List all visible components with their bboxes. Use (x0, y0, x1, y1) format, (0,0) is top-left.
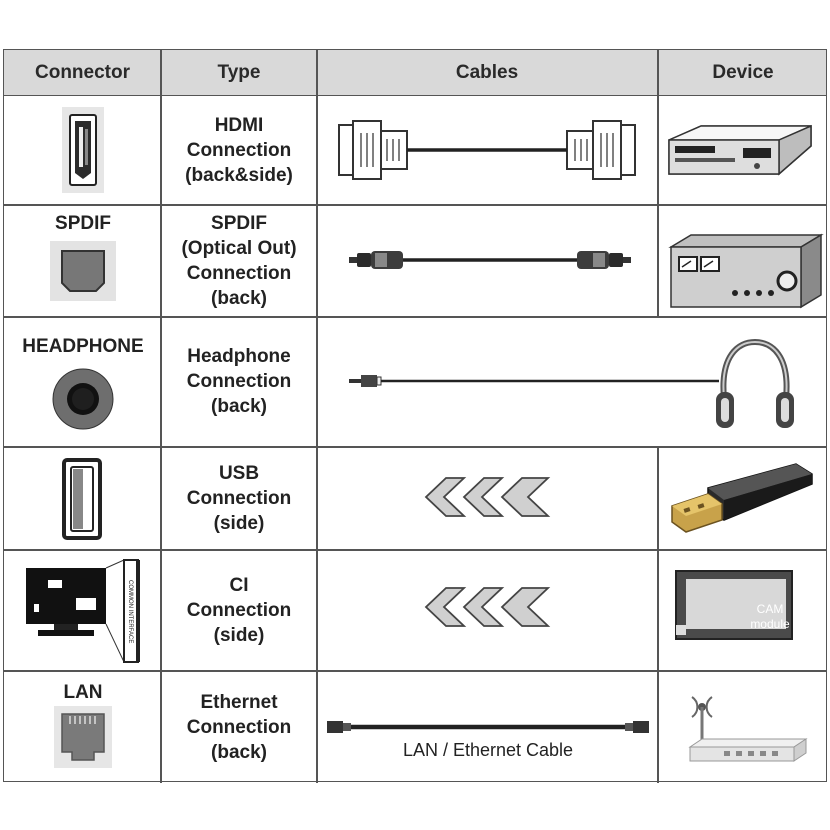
grid-line (657, 50, 659, 317)
hdmi-port-icon (62, 107, 104, 193)
connector-label-lan: LAN (63, 682, 103, 703)
headphone-cable-icon (349, 375, 719, 387)
insert-arrows-icon (424, 587, 551, 627)
ethernet-cable-icon (327, 721, 649, 733)
grid-line (4, 549, 826, 551)
insert-arrows-icon (424, 477, 551, 517)
headphones-icon (716, 338, 794, 428)
table-header: Connector Type Cables Device (4, 50, 826, 96)
grid-line (4, 316, 826, 318)
tv-ci-slot-icon: COMMON INTERFACE (26, 559, 140, 663)
header-cables: Cables (455, 62, 519, 83)
type-hdmi: HDMI Connection (back&side) (185, 115, 293, 186)
type-spdif: SPDIF (Optical Out) Connection (back) (181, 212, 297, 309)
connector-label-headphone: HEADPHONE (22, 336, 144, 357)
headphone-jack-icon (52, 368, 114, 430)
connection-table: Connector Type Cables Device HDMI Connec… (3, 49, 827, 783)
type-lan: Ethernet Connection (back) (186, 691, 292, 763)
rj45-port-icon (54, 706, 112, 768)
cable-label-lan: LAN / Ethernet Cable (402, 740, 574, 760)
dvd-player-icon (668, 124, 812, 176)
connector-label-spdif: SPDIF (55, 213, 111, 234)
grid-line (4, 446, 826, 448)
usb-stick-icon (671, 463, 813, 533)
optical-cable-icon (349, 251, 631, 269)
hdmi-cable-icon (338, 120, 636, 180)
type-headphone: Headphone Connection (back) (186, 346, 292, 417)
grid-line (160, 50, 162, 783)
ci-slot-label: COMMON INTERFACE (127, 580, 133, 643)
grid-line (4, 204, 826, 206)
type-usb: USB Connection (side) (186, 462, 292, 534)
optical-port-icon (50, 241, 116, 301)
router-icon (688, 696, 808, 762)
header-type: Type (217, 62, 261, 83)
amplifier-icon (668, 233, 824, 309)
header-connector: Connector (35, 62, 130, 83)
usb-port-icon (62, 458, 102, 540)
cam-line-2: module (750, 617, 790, 631)
cam-line-1: CAM (757, 602, 784, 616)
grid-line (657, 446, 659, 783)
grid-line (316, 50, 318, 783)
grid-line (4, 670, 826, 672)
header-device: Device (712, 62, 774, 83)
type-ci: CI Connection (side) (186, 574, 292, 646)
